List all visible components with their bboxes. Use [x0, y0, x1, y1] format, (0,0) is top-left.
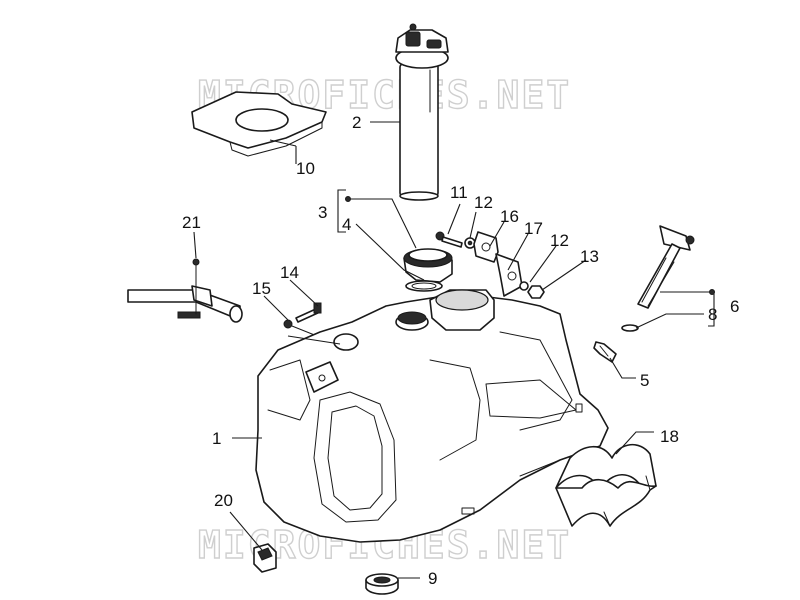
callout-16: 16 — [500, 207, 519, 226]
leader-lines — [193, 121, 715, 579]
callout-12-lower: 12 — [550, 231, 569, 250]
callout-14: 14 — [280, 263, 299, 282]
callout-8: 8 — [708, 305, 717, 324]
part-6-filler-tube — [637, 225, 695, 309]
part-13-nut — [527, 285, 545, 299]
part-9-grommet — [365, 573, 399, 595]
callout-21: 21 — [182, 213, 201, 232]
callout-9: 9 — [428, 569, 437, 588]
callout-labels: 1 2 3 4 5 6 8 9 10 11 12 16 17 12 13 14 … — [182, 113, 739, 588]
callout-5: 5 — [640, 371, 649, 390]
callout-20: 20 — [214, 491, 233, 510]
part-12-washer-lower — [519, 281, 529, 291]
part-8-o-ring — [621, 324, 639, 332]
callout-18: 18 — [660, 427, 679, 446]
callout-13: 13 — [580, 247, 599, 266]
part-16-bracket — [473, 231, 499, 263]
callout-15: 15 — [252, 279, 271, 298]
part-14-bolt — [295, 302, 322, 323]
part-20-clip — [253, 543, 277, 573]
part-11-bolt — [435, 231, 463, 248]
callout-17: 17 — [524, 219, 543, 238]
part-18-heat-shield — [555, 443, 657, 527]
callout-12-upper: 12 — [474, 193, 493, 212]
callout-1: 1 — [212, 429, 221, 448]
callout-4: 4 — [342, 215, 351, 234]
part-21-hose-clamp — [127, 258, 243, 323]
part-17-bracket — [495, 253, 523, 297]
callout-3: 3 — [318, 203, 327, 222]
callout-6: 6 — [730, 297, 739, 316]
part-1-fuel-tank — [255, 289, 609, 543]
part-10-pad — [191, 91, 327, 157]
part-2-fuel-sender — [395, 23, 449, 201]
callout-10: 10 — [296, 159, 315, 178]
part-4-fuel-cap — [403, 248, 453, 292]
callout-2: 2 — [352, 113, 361, 132]
part-5-valve — [593, 341, 617, 363]
callout-11: 11 — [450, 183, 468, 202]
